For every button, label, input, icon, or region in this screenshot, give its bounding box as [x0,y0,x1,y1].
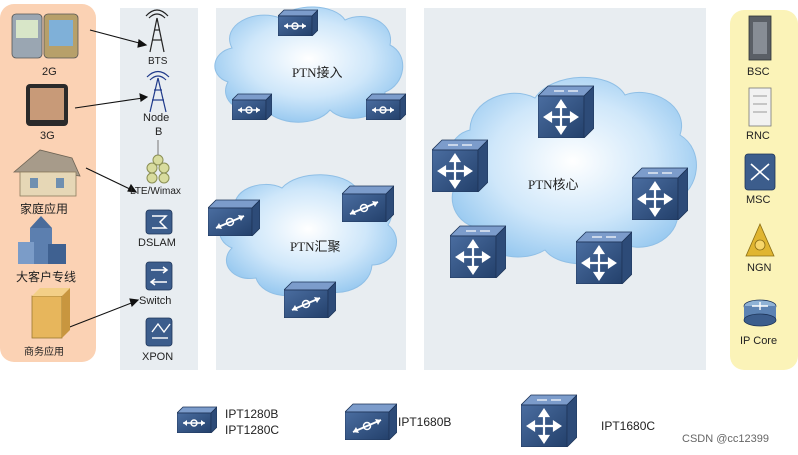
access-device-ipt1280 [366,93,406,120]
connection-arrows [61,29,149,331]
access-label-nodeb-1: Node [143,112,170,124]
core-device-ipt1680c [450,224,506,278]
core-device-ipt1680c [432,138,488,192]
legend-label-small-1: IPT1280B [225,407,279,421]
legend-label-large: IPT1680C [601,419,656,433]
access-label-lte: LTE/Wimax [130,186,181,197]
lte-antenna-icon [146,140,170,184]
client-label-enterprise: 大客户专线 [16,270,77,284]
smartphone-icon [26,84,68,126]
legend-label-small-2: IPT1280C [225,423,280,437]
access-label-xpon: XPON [142,351,174,363]
access-label-bts: BTS [148,56,168,67]
client-label-home: 家庭应用 [20,202,69,216]
xpon-icon [145,317,173,347]
core-device-ipt1680c [538,84,594,138]
core-label-rnc: RNC [746,130,770,142]
legend-device-small [177,406,217,433]
core-label-ngn: NGN [747,262,772,274]
nodeb-antenna-icon [146,70,170,113]
client-label-2g: 2G [42,66,57,78]
ngn-gear-icon [745,223,775,257]
core-label-ipcore: IP Core [740,335,778,347]
rnc-cabinet-icon [748,87,772,127]
core-label-bsc: BSC [747,66,770,78]
aggregation-device-ipt1680b [284,281,336,318]
dslam-icon [145,209,173,235]
server-rack-icon [748,15,772,61]
legend-device-medium [345,403,397,440]
access-device-ipt1280 [278,9,318,36]
commercial-building-icon [31,288,70,339]
office-building-icon [18,216,66,264]
switch-icon [145,261,173,291]
router-icon [743,299,777,327]
cloud-label-aggregation: PTN汇聚 [290,239,341,254]
core-device-ipt1680c [632,166,688,220]
access-label-dslam: DSLAM [138,237,176,249]
aggregation-device-ipt1680b [208,199,260,236]
core-label-msc: MSC [746,194,771,206]
access-label-switch: Switch [139,295,172,307]
radio-tower-icon [145,9,169,53]
legend-label-medium: IPT1680B [398,415,452,429]
mobile-phone-icon [11,13,79,59]
house-icon [12,149,81,197]
aggregation-device-ipt1680b [342,185,394,222]
core-device-ipt1680c [576,230,632,284]
legend-device-large [521,393,577,447]
access-device-ipt1280 [232,93,272,120]
cloud-label-access: PTN接入 [292,65,343,80]
watermark: CSDN @cc12399 [682,433,769,445]
client-label-business: 商务应用 [24,347,64,358]
access-label-nodeb-2: B [155,126,163,138]
msc-switch-icon [744,153,776,191]
cloud-label-core: PTN核心 [528,177,579,192]
client-label-3g: 3G [40,130,55,142]
